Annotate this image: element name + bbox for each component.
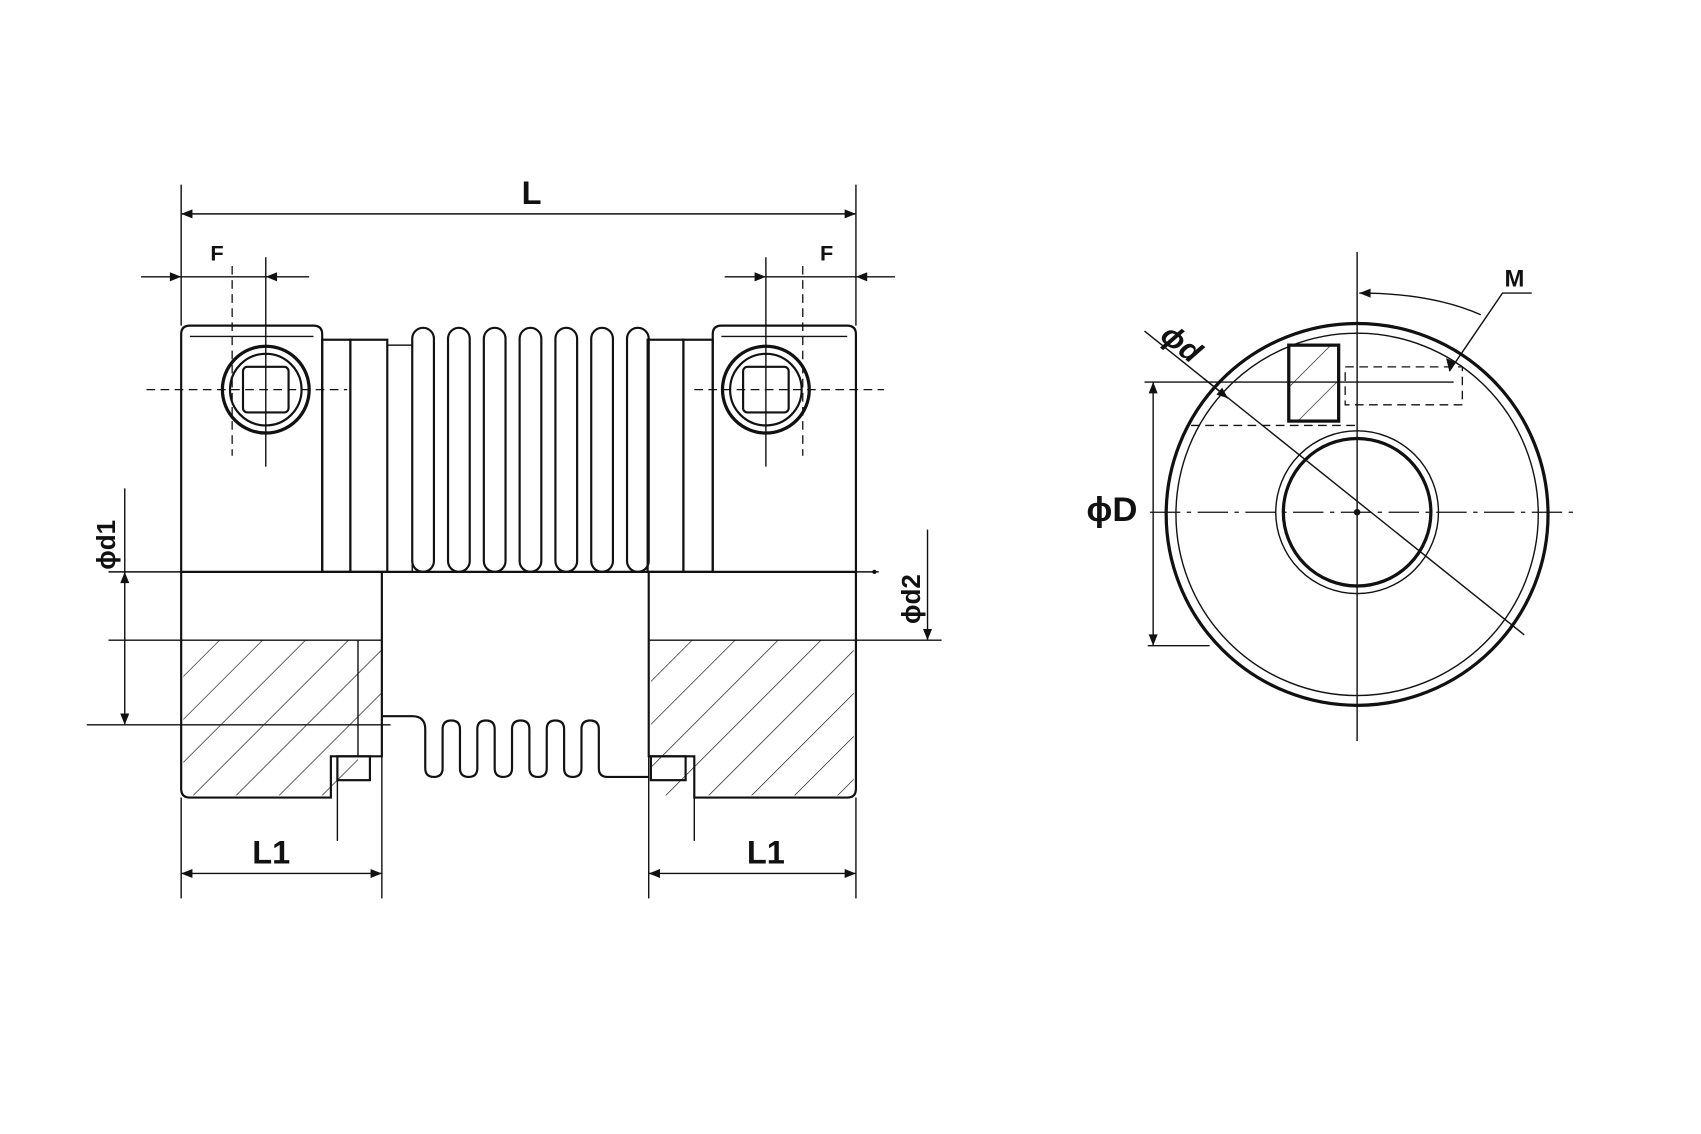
end-view: ϕd ϕD M xyxy=(1079,251,1573,742)
coupling-exterior xyxy=(146,324,885,573)
label-L: L xyxy=(522,175,542,211)
dimension-L1-right: L1 xyxy=(648,756,857,899)
label-M: M xyxy=(1504,266,1524,293)
key-section xyxy=(1287,343,1341,423)
label-d2: ϕd2 xyxy=(896,574,926,624)
coupling-section xyxy=(180,571,858,799)
label-D: ϕD xyxy=(1086,491,1137,529)
dimension-d2: ϕd2 xyxy=(855,529,942,641)
dimension-L: L xyxy=(180,175,857,326)
side-view: L F F xyxy=(86,175,942,899)
label-L1-right: L1 xyxy=(747,835,785,871)
dimension-L1-left: L1 xyxy=(180,756,383,899)
bellows-fins xyxy=(411,326,650,573)
label-F-left: F xyxy=(210,241,223,266)
label-L1-left: L1 xyxy=(252,835,290,871)
label-d1: ϕd1 xyxy=(91,520,121,570)
label-F-right: F xyxy=(820,241,833,266)
dimension-F-right: F xyxy=(724,241,895,467)
label-d: ϕd xyxy=(1154,318,1208,370)
dimension-F-left: F xyxy=(141,241,310,467)
dimension-d1: ϕd1 xyxy=(86,488,391,726)
bellows-section xyxy=(381,715,649,778)
set-screw-hidden xyxy=(1344,366,1463,406)
